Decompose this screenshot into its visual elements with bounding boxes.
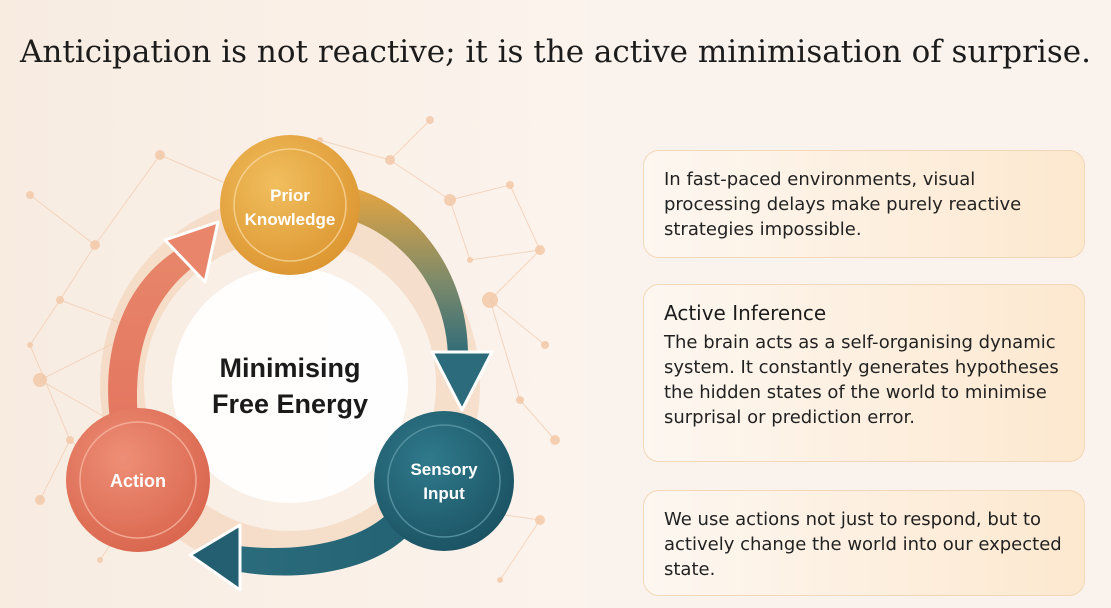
sensory-input-circle: [374, 411, 514, 551]
sensory-input-label-line2: Input: [423, 484, 465, 503]
arrowhead-action-to-prior: [163, 220, 220, 284]
info-card-reactive-text: In fast-paced environments, visual proce…: [664, 169, 1022, 240]
free-energy-cycle-diagram: Minimising Free Energy Prior Knowledge S…: [26, 116, 560, 592]
arrow-sensory-to-action: [230, 505, 420, 576]
info-card-actions-text: We use actions not just to respond, but …: [664, 509, 1062, 580]
prior-knowledge-label-line1: Prior: [270, 186, 310, 205]
info-card-active-inference-text: The brain acts as a self-organising dyna…: [664, 332, 1059, 428]
page-title: Anticipation is not reactive; it is the …: [20, 34, 1091, 70]
action-label: Action: [110, 471, 166, 491]
info-card-active-inference: Active Inference The brain acts as a sel…: [643, 284, 1085, 462]
info-card-reactive: In fast-paced environments, visual proce…: [643, 150, 1085, 258]
node-sensory-input: Sensory Input: [374, 411, 514, 551]
center-circle: [172, 267, 408, 503]
info-card-actions: We use actions not just to respond, but …: [643, 490, 1085, 596]
center-label-line2: Free Energy: [212, 389, 368, 419]
arrowhead-sensory-to-action: [188, 523, 242, 592]
prior-knowledge-label-line2: Knowledge: [245, 210, 336, 229]
arrow-action-to-prior: [108, 245, 200, 420]
sensory-input-inner-ring: [387, 424, 501, 538]
node-action: Action: [66, 408, 210, 552]
center-label-line1: Minimising: [220, 353, 361, 383]
arrowhead-prior-to-sensory: [430, 350, 494, 412]
prior-knowledge-inner-ring: [233, 148, 347, 262]
prior-knowledge-circle: [220, 135, 360, 275]
action-inner-ring: [79, 421, 197, 539]
sensory-input-label-line1: Sensory: [410, 460, 478, 479]
node-prior-knowledge: Prior Knowledge: [220, 135, 360, 275]
action-circle: [66, 408, 210, 552]
info-card-active-inference-heading: Active Inference: [664, 301, 827, 325]
